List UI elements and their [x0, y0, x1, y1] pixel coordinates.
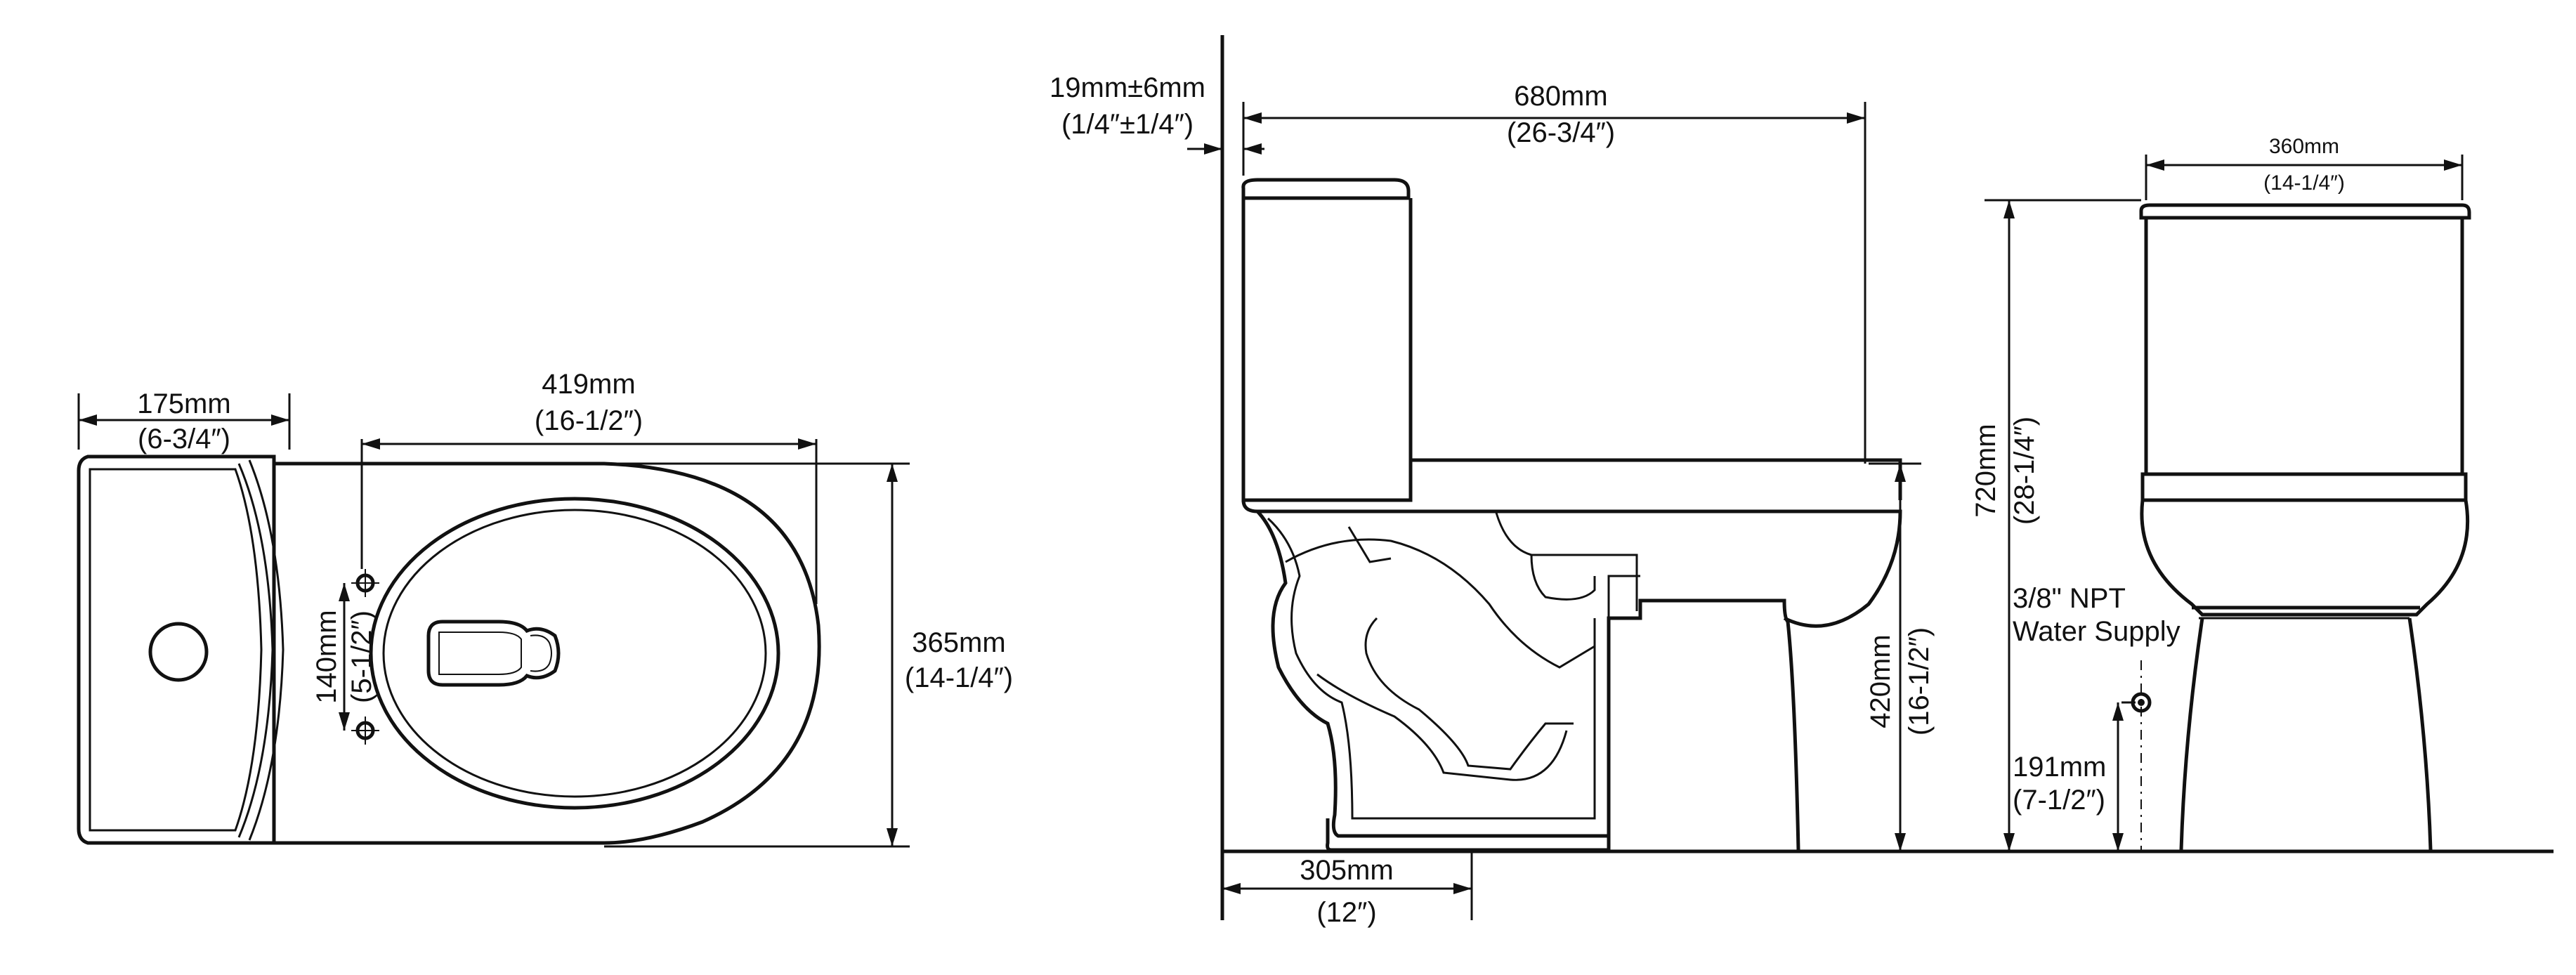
dim-length-mm: 419mm — [542, 369, 635, 400]
front-view-bowl — [2140, 499, 2470, 617]
dim-wall-gap-in: (1/4″±1/4″) — [1061, 109, 1194, 140]
side-view-bowl — [1256, 510, 1800, 851]
top-view-bowl-outline — [274, 462, 821, 845]
front-view-lid — [2139, 203, 2471, 220]
dim-bowl-height-mm: 420mm — [1865, 634, 1896, 728]
front-view-tank — [2144, 218, 2464, 476]
dim-bolt-spacing-mm: 140mm — [311, 610, 342, 703]
top-view-tank-hole — [148, 622, 209, 682]
dim-front-width-in: (14-1/4″) — [2263, 171, 2345, 195]
side-view: 19mm±6mm (1/4″±1/4″) 680mm (26-3/4″) 305… — [1050, 35, 2554, 928]
dim-bolt-spacing-in: (5-1/2″) — [346, 610, 377, 703]
dim-total-length-mm: 680mm — [1514, 81, 1607, 112]
dim-tank-depth-mm: 175mm — [137, 388, 230, 419]
dim-width-mm: 365mm — [912, 627, 1005, 658]
dim-rough-in-mm: 305mm — [1300, 855, 1393, 886]
top-view: 175mm (6-3/4″) 419mm (16-1/2″) 365mm (14… — [77, 369, 1013, 848]
dim-supply-height-in: (7-1/2″) — [2013, 785, 2105, 816]
dim-total-length-in: (26-3/4″) — [1507, 117, 1615, 148]
top-view-bolt-bottom — [351, 716, 379, 745]
top-view-seat-ring — [369, 497, 780, 810]
dim-front-width-mm: 360mm — [2269, 135, 2339, 158]
dim-bowl-height-in: (16-1/2″) — [1904, 627, 1935, 735]
top-view-outlet — [426, 620, 561, 687]
dim-wall-gap-mm: 19mm±6mm — [1050, 72, 1205, 103]
water-supply-label-line1: 3/8" NPT — [2013, 583, 2126, 614]
front-view: 360mm (14-1/4″) 720mm (28-1/4″) 3/8" NPT… — [1970, 135, 2471, 851]
water-supply-label-line2: Water Supply — [2013, 616, 2181, 647]
side-view-tank — [1241, 198, 1902, 502]
dim-length-in: (16-1/2″) — [535, 405, 643, 436]
dim-front-height-mm: 720mm — [1970, 424, 2001, 517]
dim-rough-in-in: (12″) — [1316, 897, 1376, 928]
side-view-tank-lid — [1241, 178, 1411, 200]
dim-width-in: (14-1/4″) — [905, 662, 1013, 693]
dim-front-height-in: (28-1/4″) — [2009, 417, 2040, 525]
dim-tank-depth-in: (6-3/4″) — [138, 424, 230, 454]
top-view-bolt-top — [351, 569, 379, 597]
top-view-tank-outline — [77, 454, 276, 845]
dim-supply-height-mm: 191mm — [2013, 752, 2106, 783]
